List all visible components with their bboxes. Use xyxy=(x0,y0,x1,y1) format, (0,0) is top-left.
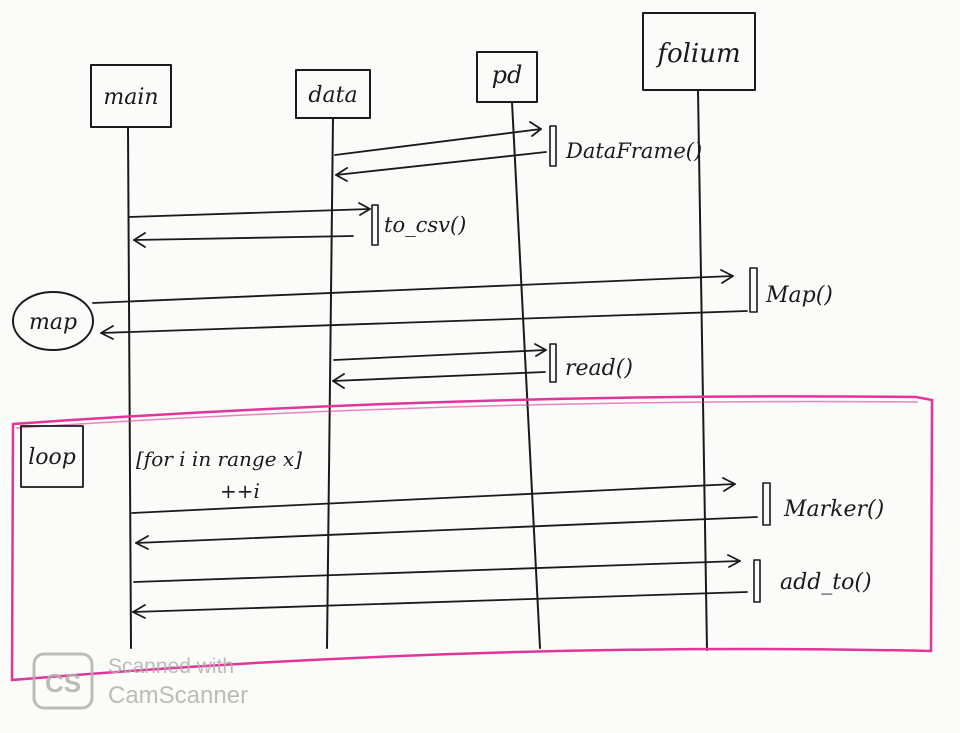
message-marker: Marker() xyxy=(131,477,884,550)
participant-label: pd xyxy=(492,61,523,89)
camscanner-watermark: CS Scanned with CamScanner xyxy=(32,652,248,710)
message-label: read() xyxy=(565,356,633,381)
participant-folium: folium xyxy=(642,12,756,91)
return-arrow xyxy=(332,371,546,382)
message-label: to_csv() xyxy=(384,213,466,237)
actor-map: map xyxy=(12,291,94,351)
activation-bar xyxy=(549,343,557,383)
watermark-line1: Scanned with xyxy=(108,655,234,678)
loop-frame-inner xyxy=(15,400,919,429)
participant-box xyxy=(90,64,172,128)
arrow-head xyxy=(727,554,741,568)
return-arrow xyxy=(335,151,547,176)
arrow-head xyxy=(100,325,114,340)
lifeline-main xyxy=(127,127,132,649)
participant-data: data xyxy=(295,69,371,119)
arrow-head xyxy=(332,373,345,389)
arrow-head xyxy=(722,477,736,492)
lifelines xyxy=(127,89,708,651)
message-label: Marker() xyxy=(783,497,884,522)
lifeline-folium xyxy=(697,89,708,651)
activation-bar xyxy=(762,482,771,526)
activation-bar xyxy=(749,267,758,313)
activation-bar xyxy=(371,204,379,246)
call-arrow xyxy=(131,483,736,514)
loop-guard: [for i in range x] xyxy=(136,447,302,471)
call-arrow xyxy=(128,208,371,218)
loop-frame xyxy=(10,395,934,682)
actor-label: map xyxy=(29,310,77,335)
call-arrow xyxy=(334,128,542,156)
loop-operator-box xyxy=(20,425,84,488)
return-arrow xyxy=(133,235,354,241)
participant-pd: pd xyxy=(476,51,538,103)
message-dataframe: DataFrame() xyxy=(334,121,702,182)
participant-box xyxy=(295,69,371,119)
activation-bar xyxy=(753,559,761,603)
activation-bar xyxy=(549,125,557,167)
call-arrow xyxy=(92,275,734,304)
message-read: read() xyxy=(332,343,633,389)
arrow-head xyxy=(335,167,348,182)
arrow-head xyxy=(133,232,146,248)
loop-operator-label: loop xyxy=(28,445,76,470)
participant-label: folium xyxy=(655,39,740,69)
loop-increment: ++i xyxy=(220,479,260,503)
camscanner-logo-icon xyxy=(32,652,94,710)
participant-box xyxy=(642,12,756,91)
participant-label: main xyxy=(103,85,158,110)
message-map: Map() xyxy=(92,267,833,340)
arrow-head xyxy=(720,269,734,284)
message-label: DataFrame() xyxy=(565,139,702,163)
return-arrow xyxy=(100,310,748,334)
message-label: Map() xyxy=(765,283,833,308)
lifeline-data xyxy=(326,117,334,649)
arrow-head xyxy=(132,604,146,619)
arrow-head xyxy=(529,121,542,137)
participant-box xyxy=(476,51,538,103)
arrow-head xyxy=(534,343,547,357)
call-arrow xyxy=(333,349,547,361)
arrow-head xyxy=(358,202,371,216)
watermark-line2: CamScanner xyxy=(108,682,248,709)
actor-circle xyxy=(12,291,94,351)
message-to-csv: to_csv() xyxy=(128,202,466,248)
message-label: add_to() xyxy=(780,570,872,595)
message-add-to: add_to() xyxy=(132,554,872,619)
loop-fragment: loop [for i in range x] ++i xyxy=(10,395,934,682)
lifeline-pd xyxy=(511,101,541,649)
camscanner-logo-text: CS xyxy=(45,668,81,698)
participant-label: data xyxy=(308,83,357,108)
return-arrow xyxy=(132,591,748,613)
arrow-head xyxy=(135,535,149,550)
participant-main: main xyxy=(90,64,172,128)
return-arrow xyxy=(135,516,758,544)
call-arrow xyxy=(133,560,741,583)
